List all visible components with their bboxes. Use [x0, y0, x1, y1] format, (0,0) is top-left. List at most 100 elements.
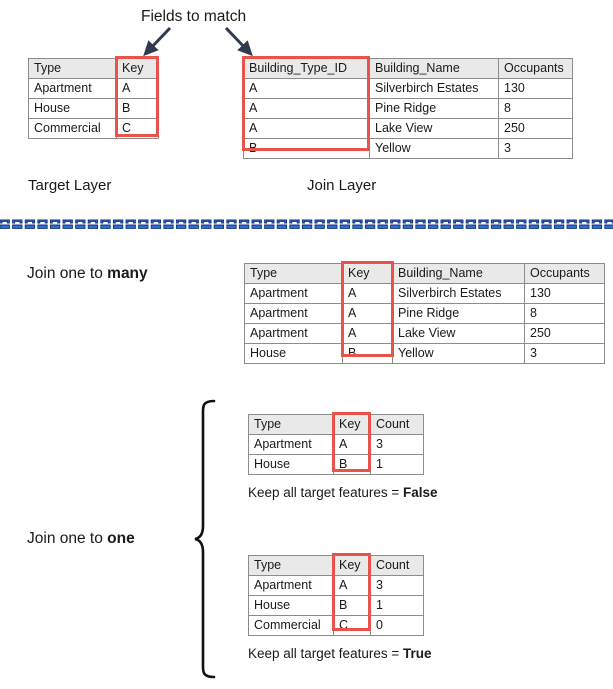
column-header-count: Count	[370, 414, 424, 435]
table-row: A Lake View 250	[243, 118, 573, 139]
divider-dash	[490, 219, 502, 229]
cell-count: 3	[370, 575, 424, 596]
cell-building-type-id: A	[243, 78, 370, 99]
column-header-building-name: Building_Name	[392, 263, 525, 284]
divider-dash	[238, 219, 250, 229]
column-header-key: Key	[116, 58, 159, 79]
divider-dash	[503, 219, 514, 229]
divider-dash	[579, 219, 590, 229]
divider-dash	[75, 219, 86, 229]
join-one-to-many-prefix: Join one to	[27, 265, 108, 282]
column-header-type: Type	[248, 414, 334, 435]
cell-type: Apartment	[248, 434, 334, 455]
cell-key: B	[333, 595, 371, 616]
table-row: Commercial C	[28, 118, 159, 139]
divider-dash	[516, 219, 527, 229]
keep-all-false-caption: Keep all target features = False	[248, 484, 438, 502]
divider-dash	[390, 219, 401, 229]
divider-dash	[339, 219, 351, 229]
cell-key: B	[333, 454, 371, 475]
divider-dash	[415, 219, 426, 229]
divider-dash	[188, 219, 199, 229]
keep-all-false-prefix: Keep all target features =	[248, 485, 403, 500]
column-header-count: Count	[370, 555, 424, 576]
divider-dash	[276, 219, 288, 229]
cell-count: 3	[370, 434, 424, 455]
table-header-row: Type Key Count	[248, 414, 424, 435]
cell-type: House	[244, 343, 343, 364]
table-row: Apartment A Lake View 250	[244, 323, 605, 344]
divider-dash	[213, 219, 225, 229]
column-header-occupants: Occupants	[524, 263, 605, 284]
cell-key: A	[342, 283, 393, 304]
cell-type: Apartment	[244, 303, 343, 324]
column-header-building-type-id: Building_Type_ID	[243, 58, 370, 79]
cell-building-type-id: A	[243, 98, 370, 119]
column-header-key: Key	[333, 555, 371, 576]
table-row: Commercial C 0	[248, 615, 424, 636]
divider-dash	[327, 219, 338, 229]
column-header-type: Type	[248, 555, 334, 576]
cell-type: Commercial	[248, 615, 334, 636]
keep-all-true-value: True	[402, 646, 432, 661]
table-row: House B	[28, 98, 159, 119]
cell-building-name: Yellow	[392, 343, 525, 364]
cell-building-name: Silverbirch Estates	[369, 78, 499, 99]
divider-dash	[125, 219, 136, 229]
cell-key: A	[342, 303, 393, 324]
column-header-occupants: Occupants	[498, 58, 573, 79]
cell-building-name: Pine Ridge	[369, 98, 499, 119]
cell-occupants: 3	[498, 138, 573, 159]
cell-occupants: 130	[524, 283, 605, 304]
column-header-type: Type	[28, 58, 117, 79]
cell-type: Apartment	[28, 78, 117, 99]
cell-occupants: 8	[524, 303, 605, 324]
target-layer-caption: Target Layer	[28, 177, 112, 194]
divider-dash	[528, 219, 540, 229]
cell-key: C	[333, 615, 371, 636]
divider-dash	[87, 219, 99, 229]
cell-key: A	[116, 78, 159, 99]
join-one-to-one-strong: one	[107, 530, 135, 547]
divider-dash	[377, 219, 388, 229]
cell-type: Commercial	[28, 118, 117, 139]
divider-dash	[301, 219, 313, 229]
table-row: A Silverbirch Estates 130	[243, 78, 573, 99]
divider-dash	[604, 219, 613, 229]
cell-building-type-id: B	[243, 138, 370, 159]
divider-dash	[226, 219, 237, 229]
cell-type: House	[248, 454, 334, 475]
divider-dash	[138, 219, 149, 229]
cell-occupants: 3	[524, 343, 605, 364]
divider-dash	[402, 219, 414, 229]
divider-dash	[24, 219, 36, 229]
divider-dash	[314, 219, 325, 229]
join-layer-table: Building_Type_ID Building_Name Occupants…	[243, 58, 573, 159]
table-row: Apartment A	[28, 78, 159, 99]
cell-building-name: Lake View	[392, 323, 525, 344]
join-one-to-many-label: Join one to many	[27, 265, 148, 283]
cell-occupants: 130	[498, 78, 573, 99]
cell-building-name: Silverbirch Estates	[392, 283, 525, 304]
divider-dash	[163, 219, 174, 229]
cell-type: Apartment	[244, 283, 343, 304]
divider-dash	[553, 219, 565, 229]
divider-dash	[591, 219, 603, 229]
arrow-to-join-key	[224, 26, 253, 57]
cell-building-name: Pine Ridge	[392, 303, 525, 324]
table-row: Apartment A 3	[248, 575, 424, 596]
table-header-row: Type Key	[28, 58, 159, 79]
divider-dash	[440, 219, 451, 229]
table-row: House B 1	[248, 595, 424, 616]
keep-all-false-value: False	[402, 485, 438, 500]
table-header-row: Building_Type_ID Building_Name Occupants	[243, 58, 573, 79]
divider-dash	[289, 219, 300, 229]
keep-all-true-caption: Keep all target features = True	[248, 645, 432, 663]
cell-type: Apartment	[248, 575, 334, 596]
cell-occupants: 250	[498, 118, 573, 139]
fields-to-match-label: Fields to match	[141, 8, 247, 25]
join-one-to-one-prefix: Join one to	[27, 530, 108, 547]
cell-key: C	[116, 118, 159, 139]
arrow-to-target-key	[143, 26, 172, 57]
cell-occupants: 250	[524, 323, 605, 344]
